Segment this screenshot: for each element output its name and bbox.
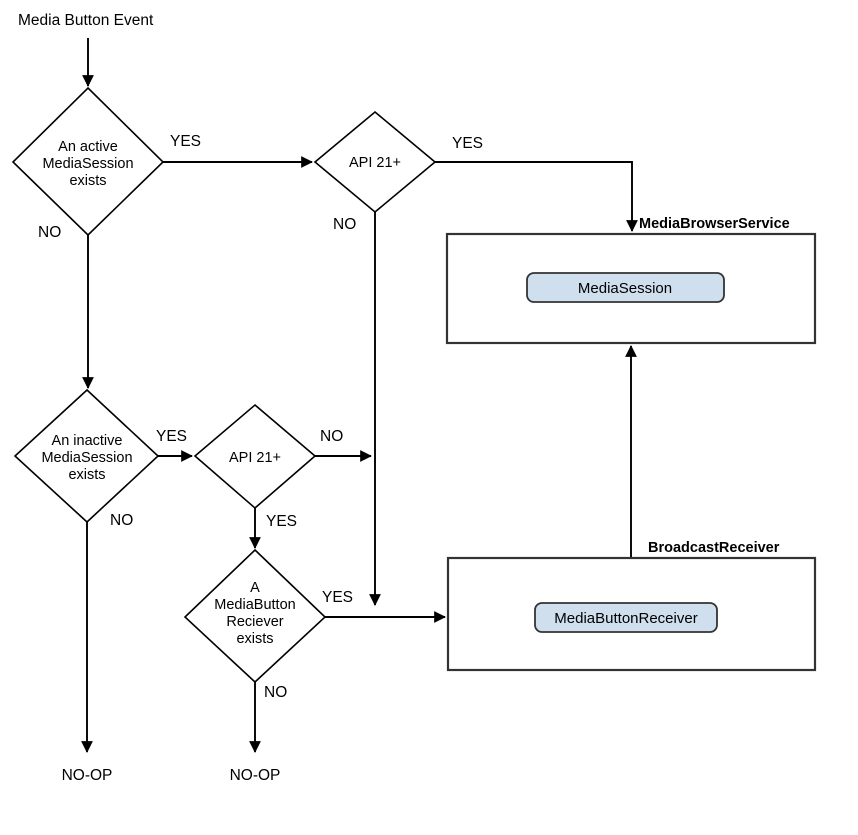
container-title-broadcast-receiver: BroadcastReceiver: [648, 540, 780, 556]
terminal-no-op-center: NO-OP: [230, 767, 281, 784]
decision-api21-bottom-label: API 21+: [229, 450, 281, 466]
decision-inactive-mediasession-line-1: An inactive: [52, 433, 123, 449]
decision-api21-top-label: API 21+: [349, 155, 401, 171]
edge-label-active-session-yes: YES: [170, 133, 201, 150]
start-label: Media Button Event: [18, 12, 154, 29]
edge-label-mediabutton-reciever-no: NO: [264, 684, 287, 701]
pill-mediabuttonreceiver[interactable]: [534, 602, 718, 633]
edge-label-api21-bottom-no: NO: [320, 428, 343, 445]
decision-active-mediasession-line-1: An active: [58, 139, 118, 155]
edge-label-api21-top-yes: YES: [452, 135, 483, 152]
edge-label-inactive-session-no: NO: [110, 512, 133, 529]
terminal-no-op-left: NO-OP: [62, 767, 113, 784]
pill-mediasession[interactable]: [526, 272, 725, 303]
container-title-media-browser-service: MediaBrowserService: [639, 216, 790, 232]
decision-mediabutton-reciever-line-2: MediaButton: [214, 597, 295, 613]
decision-mediabutton-reciever-line-3: Reciever: [226, 614, 283, 630]
edge-label-inactive-session-yes: YES: [156, 428, 187, 445]
edge-label-api21-bottom-yes: YES: [266, 513, 297, 530]
decision-active-mediasession-line-2: MediaSession: [42, 156, 133, 172]
decision-mediabutton-reciever-line-1: A: [250, 580, 260, 596]
edge-label-active-session-no: NO: [38, 224, 61, 241]
edge-label-api21-top-no: NO: [333, 216, 356, 233]
decision-inactive-mediasession-line-3: exists: [68, 467, 105, 483]
pill-label-mediasession: MediaSession: [578, 280, 672, 297]
edge-api21-top-yes: [435, 161, 638, 232]
decision-mediabutton-reciever-line-4: exists: [236, 631, 273, 647]
edge-label-mediabutton-reciever-yes: YES: [322, 589, 353, 606]
decision-inactive-mediasession-line-2: MediaSession: [41, 450, 132, 466]
pill-label-mediabuttonreceiver: MediaButtonReceiver: [554, 610, 697, 627]
decision-active-mediasession-line-3: exists: [69, 173, 106, 189]
